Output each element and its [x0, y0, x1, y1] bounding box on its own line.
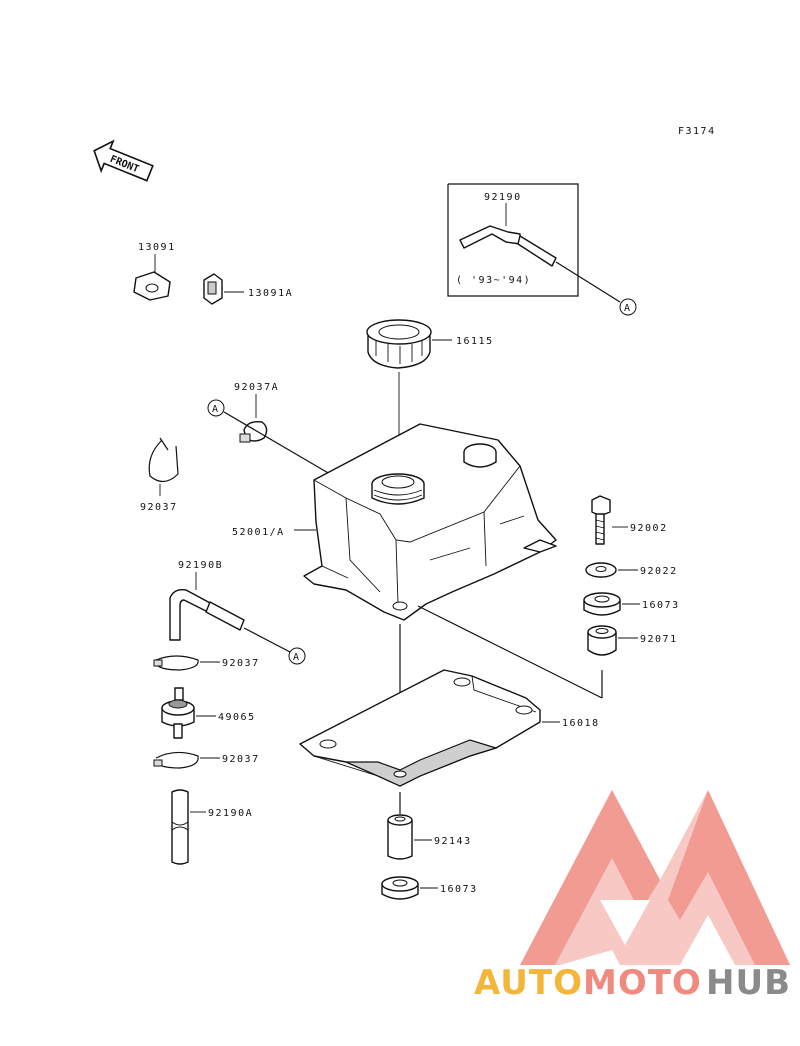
label-52001A: 52001/A [232, 527, 285, 538]
label-92190A: 92190A [208, 808, 253, 819]
part-92037-b: 92037 [153, 751, 260, 769]
label-92037-left: 92037 [140, 502, 178, 513]
part-16073-bottom: 16073 [381, 876, 478, 900]
watermark-text: AUTO MOTO HUB [474, 963, 791, 1003]
label-92071: 92071 [640, 634, 678, 645]
front-arrow-icon: FRONT [93, 139, 154, 182]
watermark-part1: AUTO [474, 963, 583, 1003]
label-92037-a: 92037 [222, 658, 260, 669]
part-13091A: 13091A [203, 273, 293, 305]
watermark-logo [520, 790, 790, 965]
label-92190: 92190 [484, 192, 522, 203]
part-92190B-hose: 92190B A [169, 560, 306, 665]
part-92002-bolt: 92002 [591, 495, 668, 545]
part-92071-collar: 92071 [587, 625, 678, 656]
part-49065-filter: 49065 [161, 687, 256, 739]
label-16073-bottom: 16073 [440, 884, 478, 895]
part-16073-right: 16073 [583, 592, 680, 616]
callout-a-low: A [293, 652, 301, 663]
label-13091: 13091 [138, 242, 176, 253]
label-16018: 16018 [562, 718, 600, 729]
watermark-part2: MOTO [583, 963, 702, 1003]
part-92143-collar: 92143 [387, 814, 472, 860]
part-92190A-hose: 92190A [171, 789, 253, 865]
part-16018-tray: 16018 [299, 669, 600, 814]
part-92037-left: 92037 [140, 437, 179, 513]
label-92143: 92143 [434, 836, 472, 847]
part-52001A-fuel-tank: 52001/A [232, 423, 603, 772]
watermark-part3: HUB [706, 963, 791, 1003]
inset-note: ( '93~'94) [456, 275, 531, 286]
part-92037A: 92037A A [207, 382, 331, 475]
label-92190B: 92190B [178, 560, 223, 571]
part-92037-a: 92037 [153, 655, 260, 671]
part-13091: 13091 [133, 242, 176, 301]
label-16115: 16115 [456, 336, 494, 347]
part-16115-cap: 16115 [366, 319, 494, 478]
inset-box-92190: 92190 ( '93~'94) A [447, 183, 637, 316]
label-16073-right: 16073 [642, 600, 680, 611]
callout-a-top: A [624, 303, 632, 314]
label-92037A: 92037A [234, 382, 279, 393]
label-13091A: 13091A [248, 288, 293, 299]
label-92037-b: 92037 [222, 754, 260, 765]
label-92002: 92002 [630, 523, 668, 534]
label-92022: 92022 [640, 566, 678, 577]
callout-a-mid: A [212, 404, 220, 415]
figure-code: F3174 [678, 126, 716, 137]
part-92022-washer: 92022 [585, 562, 678, 578]
label-49065: 49065 [218, 712, 256, 723]
